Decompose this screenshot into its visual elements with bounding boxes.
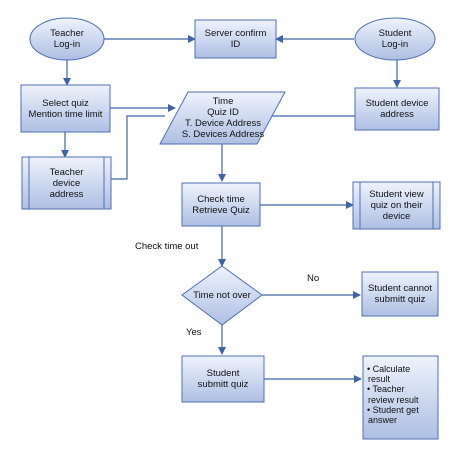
select-quiz-node (20, 84, 111, 133)
time-not-over-node (181, 265, 263, 326)
time-quiz-label: Time Quiz ID T. Device Address S. Device… (181, 96, 265, 140)
student-view-node (352, 181, 441, 230)
teacher-device-node (21, 156, 112, 210)
results-node (362, 355, 439, 440)
time-not-over-label: Time not over (193, 290, 251, 301)
yes-label: Yes (186, 327, 202, 338)
time-quiz-node (159, 91, 286, 145)
student-login-node (354, 17, 436, 61)
student-device-label: Student device address (365, 98, 429, 120)
check-time-node (181, 182, 261, 227)
select-quiz-label: Select quiz Mention time limit (28, 97, 103, 120)
check-time-label: Check time Retrieve Quiz (192, 193, 250, 216)
teacher-login-label: Teacher Log-in (50, 28, 84, 50)
edge-teacher-device-to-time-quiz (111, 115, 165, 180)
student-submit-node (181, 355, 265, 403)
teacher-login-node (29, 17, 105, 61)
no-label: No (307, 273, 320, 284)
student-submit-label: Student submitt quiz (197, 368, 249, 390)
check-time-out-label: Check time out (135, 241, 199, 252)
student-cannot-node (361, 271, 439, 317)
results-label: • Calculate result • Teacher review resu… (367, 364, 419, 426)
server-confirm-label: Server confirm ID (204, 28, 267, 50)
teacher-device-label: Teacher device address (49, 166, 84, 200)
student-cannot-label: Student cannot submitt quiz (368, 283, 432, 305)
student-device-node (354, 87, 440, 131)
student-login-label: Student Log-in (378, 28, 412, 50)
student-view-label: Student view quiz on their device (369, 189, 424, 222)
server-confirm-node (194, 19, 277, 59)
